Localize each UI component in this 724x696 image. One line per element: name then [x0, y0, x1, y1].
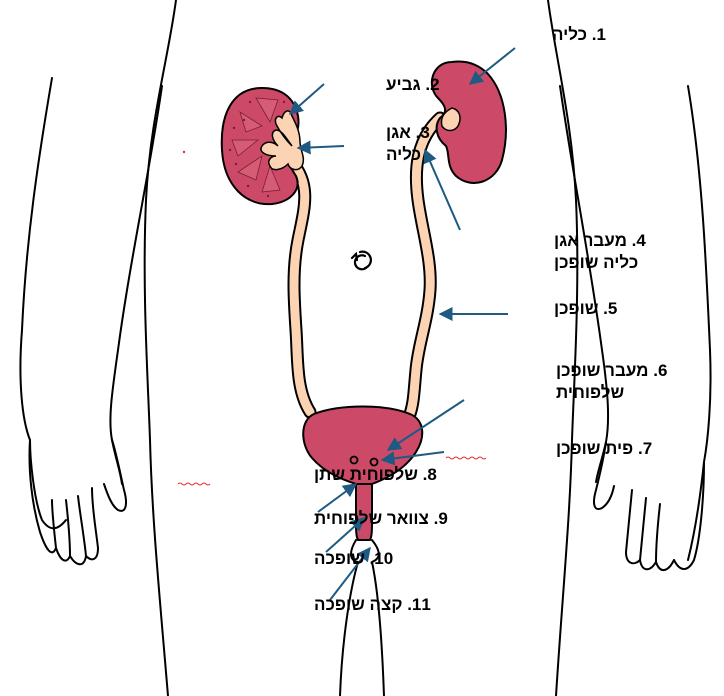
arrow-2 — [288, 83, 325, 115]
stray-dot — [182, 150, 186, 154]
label-2-line-1: 2. גביע — [386, 75, 440, 94]
label-3-line-1: 3. אגן — [386, 123, 430, 142]
label-4-line-2: כליה שופכן — [554, 253, 638, 272]
refresh-icon[interactable] — [350, 250, 372, 271]
label-3-renal-pelvis: 3. אגן כליה — [386, 123, 430, 164]
arrow-4 — [423, 148, 461, 231]
label-8-bladder: 8. שלפוחית שתן — [314, 465, 437, 484]
spellcheck-underlines — [177, 456, 487, 486]
arrow-6 — [386, 399, 465, 451]
right-kidney — [430, 60, 507, 184]
label-1-kidney: 1. כליה — [552, 25, 606, 44]
label-6-uvj: 6. מעבר שופכן שלפוחית — [556, 361, 667, 402]
label-9-line-1: 9. צוואר שלפוחית — [314, 509, 448, 528]
left-kidney — [220, 86, 305, 206]
arrow-10 — [325, 517, 366, 553]
callout-arrows — [288, 47, 516, 601]
labels: 1. כליה 2. גביע 3. אגן כליה 4. מעבר אגן כל… — [314, 25, 667, 614]
label-11-line-1: 11. קצה שופכה — [314, 595, 431, 614]
torso-left-edge — [143, 0, 177, 696]
label-3-line-2: כליה — [386, 145, 421, 164]
label-7-ureteral-orifice: 7. פית שופכן — [556, 439, 652, 458]
body-outline — [19, 0, 712, 696]
arrow-7 — [380, 451, 445, 466]
arrow-9 — [317, 483, 358, 513]
left-arm-inner — [109, 85, 163, 485]
crotch-right — [371, 539, 385, 696]
label-6-line-2: שלפוחית — [556, 383, 624, 402]
left-kidney-cortex-dots — [228, 100, 286, 198]
label-7-line-1: 7. פית שופכן — [556, 439, 652, 458]
right-arm-inner — [559, 85, 610, 483]
right-renal-hilum — [440, 107, 461, 132]
label-11-urethral-meatus: 11. קצה שופכה — [314, 595, 431, 614]
right-hand — [593, 441, 705, 571]
left-arm-outer — [19, 77, 67, 530]
ureteral-orifice-right — [369, 457, 379, 467]
crotch-left — [339, 539, 359, 696]
label-6-line-1: 6. מעבר שופכן — [556, 361, 667, 380]
ureteral-orifice-left — [349, 455, 359, 465]
label-4-line-1: 4. מעבר אגן — [554, 231, 646, 250]
left-hand — [28, 439, 127, 566]
label-1-line-1: 1. כליה — [552, 25, 606, 44]
label-5-ureter: 5. שופכן — [554, 299, 617, 318]
ureters — [285, 111, 447, 421]
right-arm-outer — [673, 85, 712, 570]
label-5-line-1: 5. שופכן — [554, 299, 617, 318]
torso-right-edge — [547, 0, 579, 696]
arrow-3 — [296, 140, 345, 155]
left-kidney-pyramids — [231, 97, 281, 193]
label-8-line-1: 8. שלפוחית שתן — [314, 465, 437, 484]
label-4-upj: 4. מעבר אגן כליה שופכן — [554, 231, 646, 272]
left-renal-pelvis — [260, 110, 305, 171]
label-10-urethra: 10. שופכה — [314, 549, 393, 568]
label-10-line-1: 10. שופכה — [314, 549, 393, 568]
right-kidney-body — [430, 60, 507, 184]
label-2-calyx: 2. גביע — [386, 75, 440, 94]
label-9-bladder-neck: 9. צוואר שלפוחית — [314, 509, 448, 528]
arrow-1 — [468, 47, 516, 85]
arrow-11 — [329, 546, 371, 601]
